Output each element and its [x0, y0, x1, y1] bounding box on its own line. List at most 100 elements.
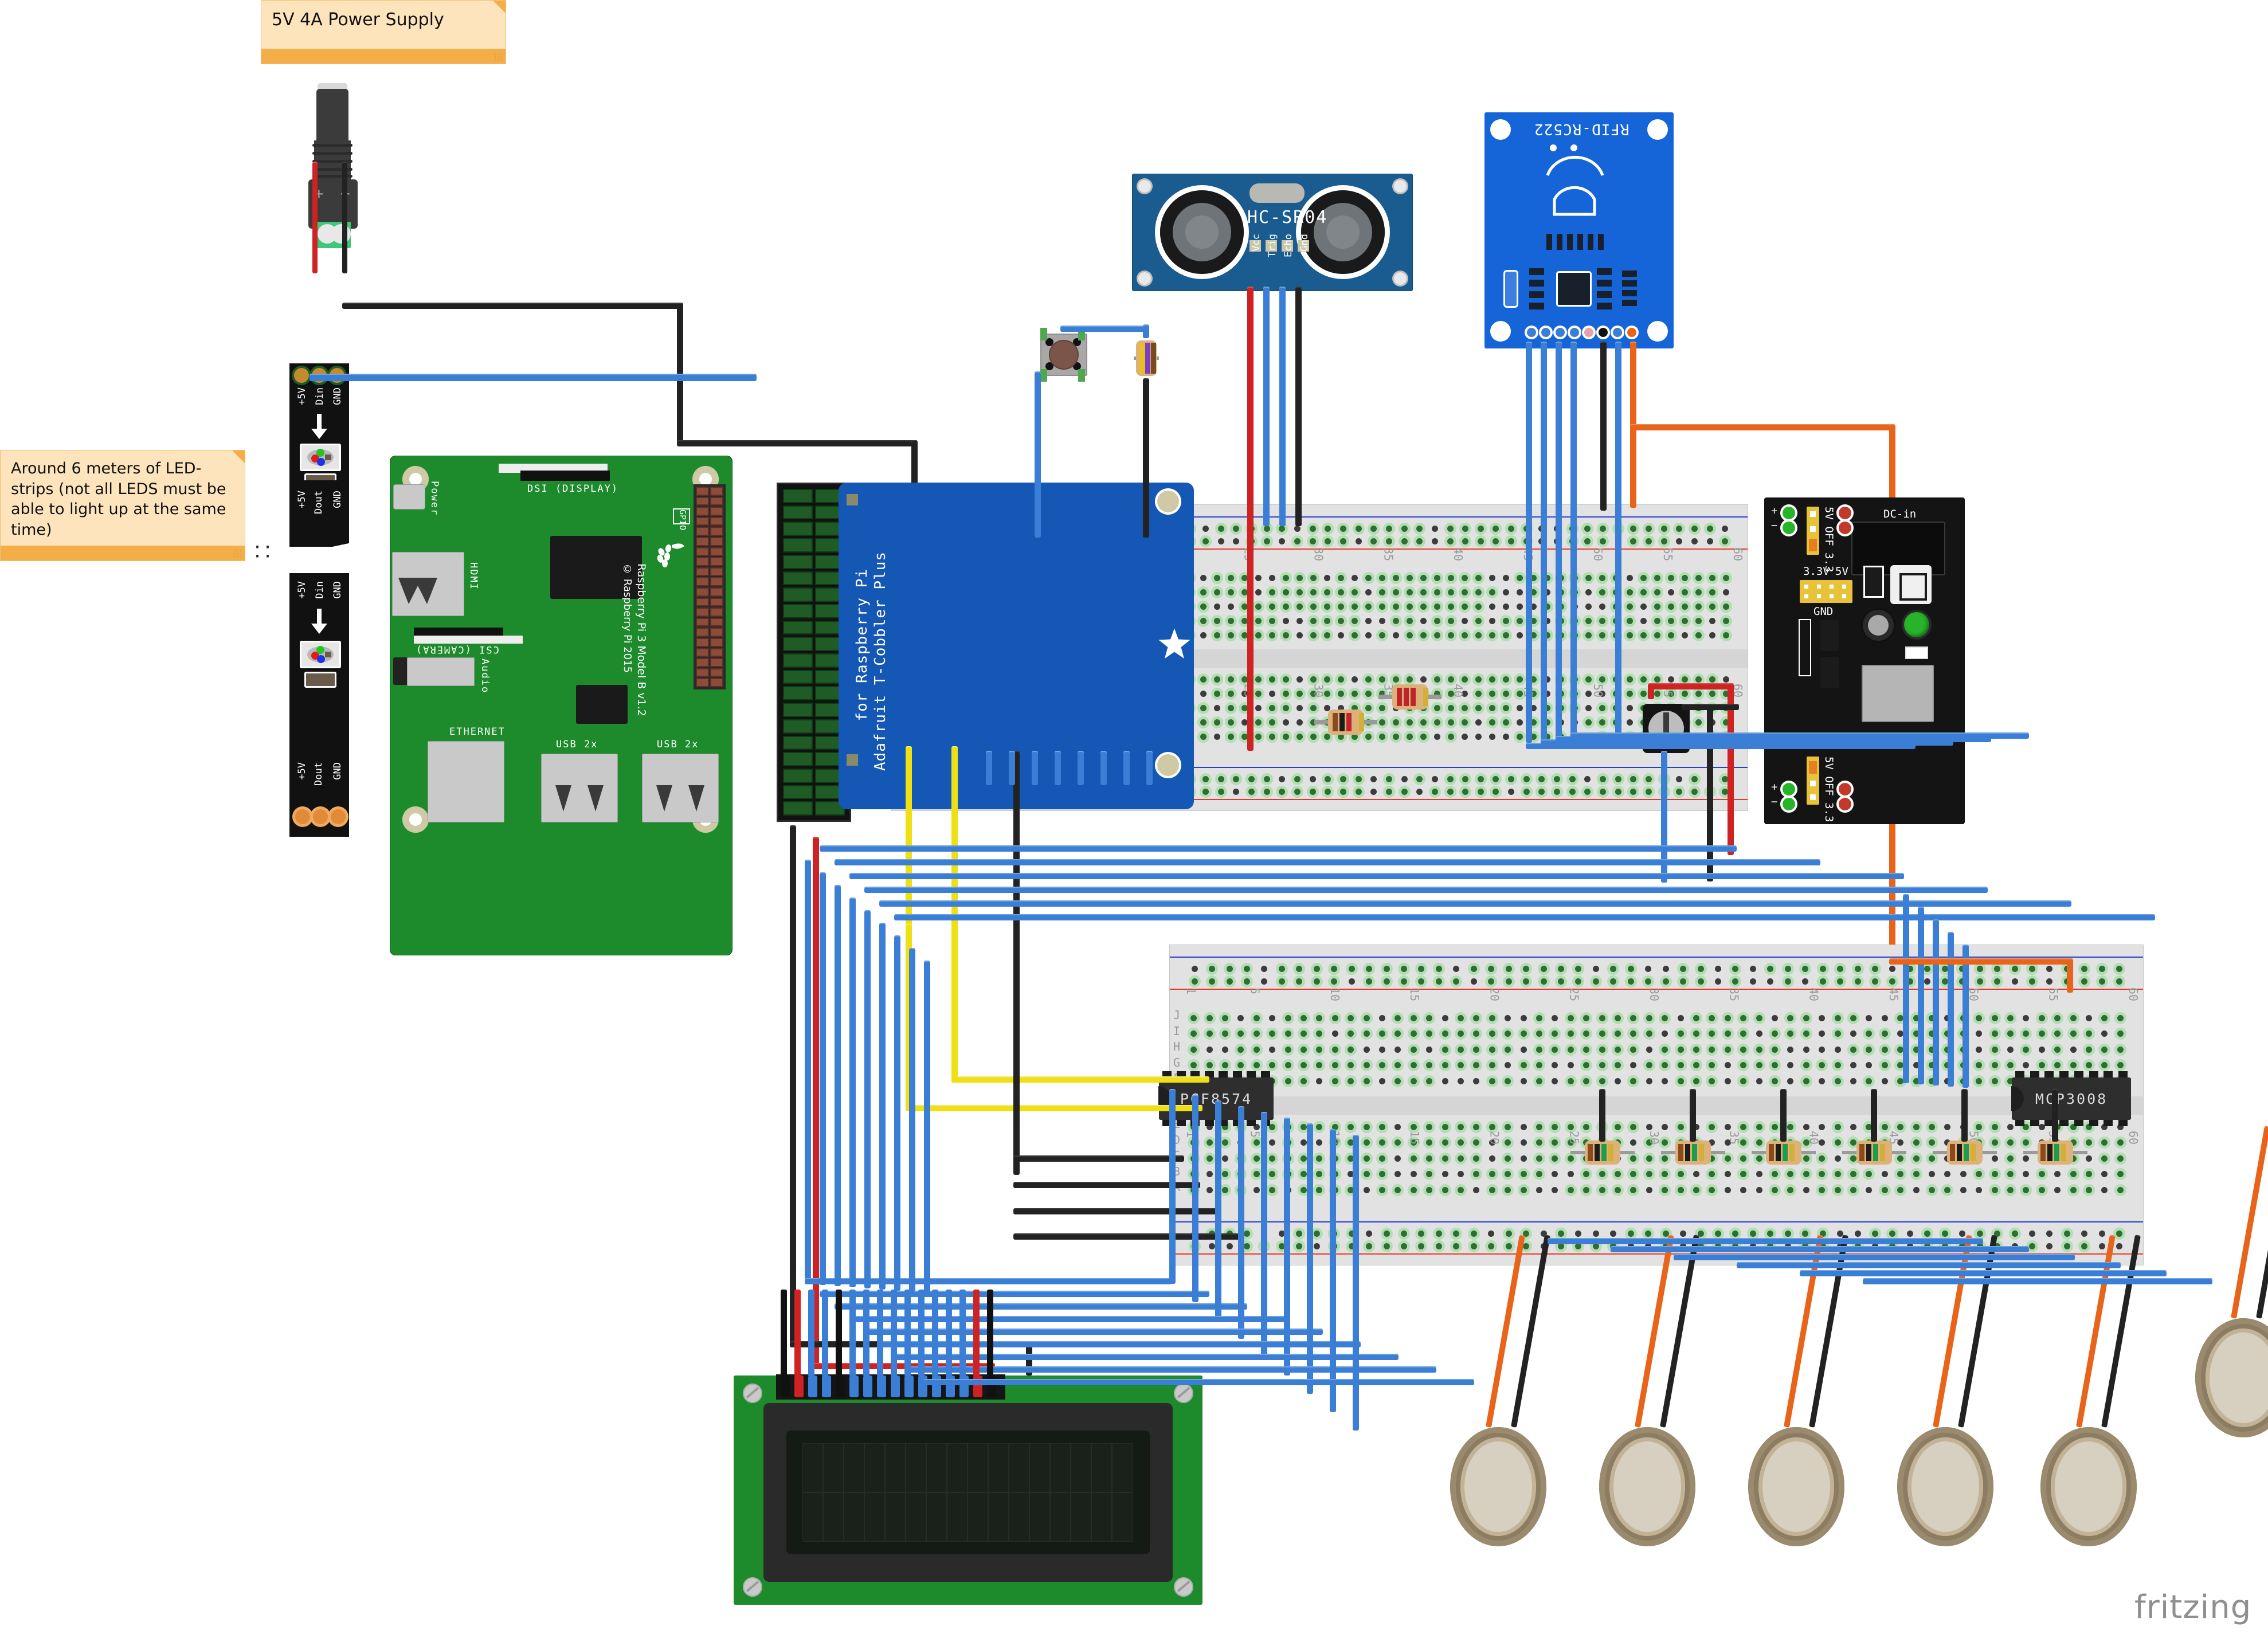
fsr-divider-resistor[interactable]: [2023, 1141, 2087, 1165]
resistor-top-1k[interactable]: [1314, 710, 1377, 735]
gpio-pin[interactable]: [696, 577, 709, 586]
rfid-pad-0[interactable]: [1527, 328, 1536, 337]
gpio-pin[interactable]: [696, 537, 709, 546]
rfid-pad-1[interactable]: [1541, 328, 1550, 337]
lcd-pin[interactable]: [891, 1375, 900, 1397]
gpio-pin[interactable]: [710, 537, 723, 546]
gpio-pin[interactable]: [710, 638, 723, 647]
lcd-pin[interactable]: [781, 1375, 790, 1397]
gpio-pin[interactable]: [696, 527, 709, 536]
lcd-pin[interactable]: [877, 1375, 886, 1397]
psu-jumper-top[interactable]: [1807, 507, 1819, 555]
breadboard-hole-row[interactable]: [1186, 1184, 2128, 1196]
gpio-pin[interactable]: [710, 598, 723, 607]
rfid-pad-7[interactable]: [1627, 328, 1636, 337]
gpio-pin[interactable]: [696, 547, 709, 557]
usb-port-right[interactable]: [642, 754, 719, 822]
gpio-pin[interactable]: [710, 517, 723, 526]
gpio-pin[interactable]: [710, 618, 723, 627]
ribbon-pin[interactable]: [783, 538, 813, 552]
gpio-pin[interactable]: [710, 557, 723, 566]
ribbon-pin[interactable]: [783, 489, 813, 503]
fsr-divider-resistor[interactable]: [1752, 1141, 1816, 1165]
gpio-pin[interactable]: [696, 608, 709, 617]
psu-rail-plus-bottom[interactable]: [1783, 783, 1795, 795]
ethernet-port[interactable]: [428, 741, 504, 822]
gpio-pin[interactable]: [696, 598, 709, 607]
gpio-pin[interactable]: [710, 497, 723, 506]
gpio-pin[interactable]: [696, 507, 709, 516]
lcd-pin[interactable]: [794, 1375, 804, 1397]
lcd-16x2-module[interactable]: [734, 1375, 1202, 1605]
ribbon-pin[interactable]: [783, 522, 813, 536]
led-pad-5v[interactable]: [294, 368, 309, 383]
rfid-rc522-module[interactable]: RFID-RC522: [1484, 112, 1674, 348]
breadboard-hole-row[interactable]: [1186, 1043, 2128, 1056]
rfid-pad-5[interactable]: [1599, 328, 1608, 337]
ribbon-pin[interactable]: [783, 621, 813, 635]
psu-jumper-bottom[interactable]: [1807, 757, 1819, 805]
ribbon-pin[interactable]: [783, 785, 813, 800]
fsr-divider-resistor[interactable]: [1842, 1141, 1906, 1165]
gpio-pin[interactable]: [696, 517, 709, 526]
note-drag-bar[interactable]: [1, 546, 245, 561]
resistor-pullup-470[interactable]: [1134, 336, 1159, 381]
gpio-pin[interactable]: [696, 658, 709, 667]
gpio-pin[interactable]: [710, 507, 723, 516]
psu-power-switch[interactable]: [1863, 610, 1894, 641]
gpio-pin[interactable]: [710, 547, 723, 557]
gpio-pin[interactable]: [696, 567, 709, 577]
sticky-note-power-supply[interactable]: 5V 4A Power Supply: [261, 0, 506, 64]
gpio-header[interactable]: [694, 484, 726, 689]
ribbon-pin[interactable]: [783, 571, 813, 586]
gpio-pin[interactable]: [696, 557, 709, 566]
gpio-pin[interactable]: [710, 658, 723, 667]
gpio-pin[interactable]: [710, 628, 723, 637]
breadboard-hole-row[interactable]: [1186, 1012, 2128, 1024]
ribbon-pin[interactable]: [783, 752, 813, 766]
gpio-pin[interactable]: [696, 497, 709, 506]
breadboard-hole-row[interactable]: [1186, 975, 2128, 987]
dsi-connector[interactable]: [520, 471, 610, 481]
psu-usb-out[interactable]: [1862, 665, 1934, 722]
ribbon-pin[interactable]: [783, 505, 813, 520]
hc-sr04-module[interactable]: HC-SR04 Vcc Trig Echo Gnd: [1132, 174, 1413, 291]
gpio-pin[interactable]: [710, 587, 723, 597]
rfid-pad-2[interactable]: [1556, 328, 1565, 337]
ribbon-pin[interactable]: [783, 670, 813, 684]
psu-rail-plus-top[interactable]: [1783, 507, 1795, 519]
breadboard-hole-row[interactable]: [1186, 1028, 2128, 1040]
lcd-pin-header[interactable]: [776, 1374, 1005, 1400]
psu-red-pin-top1[interactable]: [1839, 507, 1851, 519]
ribbon-pin[interactable]: [783, 736, 813, 750]
gpio-pin[interactable]: [696, 668, 709, 677]
usb-port-left[interactable]: [541, 754, 618, 822]
gpio-pin[interactable]: [710, 678, 723, 687]
psu-rail-minus-bottom[interactable]: [1783, 798, 1795, 810]
ribbon-pin[interactable]: [783, 587, 813, 602]
gpio-pin[interactable]: [710, 577, 723, 586]
screw-head-minus[interactable]: [331, 224, 351, 244]
breadboard-hole-row[interactable]: [1186, 1059, 2128, 1072]
breadboard-bottom[interactable]: 1155101015152020252530303535404045455050…: [1169, 945, 2144, 1265]
gpio-pin[interactable]: [696, 648, 709, 657]
psu-rail-minus-top[interactable]: [1783, 522, 1795, 534]
lcd-pin[interactable]: [836, 1375, 845, 1397]
psu-jumper-header[interactable]: [1800, 580, 1852, 603]
ribbon-pin[interactable]: [783, 637, 813, 651]
psu-red-pin-bot1[interactable]: [1839, 783, 1851, 795]
led2-pad-gnd-out[interactable]: [331, 809, 346, 824]
ribbon-pin[interactable]: [783, 719, 813, 734]
sticky-note-led-strips[interactable]: Around 6 meters of LED-strips (not all L…: [0, 450, 245, 561]
gpio-pin[interactable]: [696, 628, 709, 637]
led2-pad-dout[interactable]: [313, 809, 328, 824]
ribbon-pin[interactable]: [783, 653, 813, 668]
lcd-pin[interactable]: [849, 1375, 859, 1397]
audio-jack[interactable]: [407, 657, 475, 686]
gpio-pin[interactable]: [696, 487, 709, 496]
led2-pad-5v-out[interactable]: [295, 809, 310, 824]
gpio-pin[interactable]: [696, 587, 709, 597]
gpio-pin[interactable]: [710, 648, 723, 657]
ribbon-pin[interactable]: [783, 686, 813, 700]
mcp3008-ic[interactable]: MCP3008: [2012, 1077, 2131, 1120]
